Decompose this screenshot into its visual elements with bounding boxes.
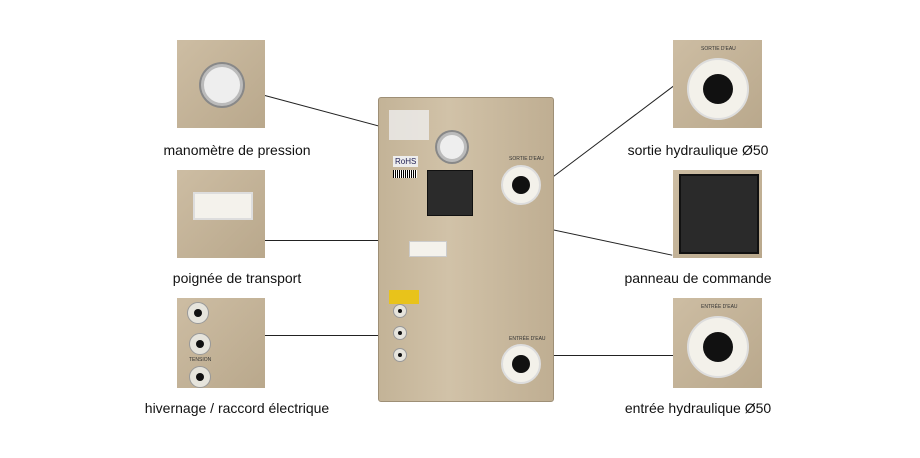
label-control-panel: panneau de commande [624, 270, 772, 286]
label-water-outlet: sortie hydraulique Ø50 [627, 142, 769, 158]
wintering-closeup-image: TENSION [177, 298, 265, 388]
rohs-marking: RoHS [393, 156, 419, 167]
label-water-inlet: entrée hydraulique Ø50 [624, 400, 772, 416]
label-wintering: hivernage / raccord électrique [144, 400, 330, 416]
leader-line-outlet [548, 84, 675, 181]
outlet-marking: SORTIE D'EAU [509, 156, 544, 162]
inlet-closeup-image: ENTRÉE D'EAU [673, 298, 762, 388]
gauge-closeup-image [177, 40, 265, 128]
leader-line-handle [265, 240, 390, 241]
label-carry-handle: poignée de transport [172, 270, 302, 286]
heat-pump-unit-image: RoHS SORTIE D'EAU ENTRÉE D'EAU [378, 97, 554, 402]
control-panel-closeup-image [673, 170, 762, 258]
handle-closeup-image [177, 170, 265, 258]
inlet-marking-unit: ENTRÉE D'EAU [509, 336, 546, 342]
leader-line-wintering [265, 335, 395, 336]
leader-line-inlet [548, 355, 673, 356]
outlet-marking-closeup: SORTIE D'EAU [701, 46, 736, 52]
label-pressure-gauge: manomètre de pression [163, 142, 311, 158]
outlet-closeup-image: SORTIE D'EAU [673, 40, 762, 128]
tension-marking: TENSION [189, 357, 212, 363]
inlet-marking-closeup: ENTRÉE D'EAU [701, 304, 738, 310]
